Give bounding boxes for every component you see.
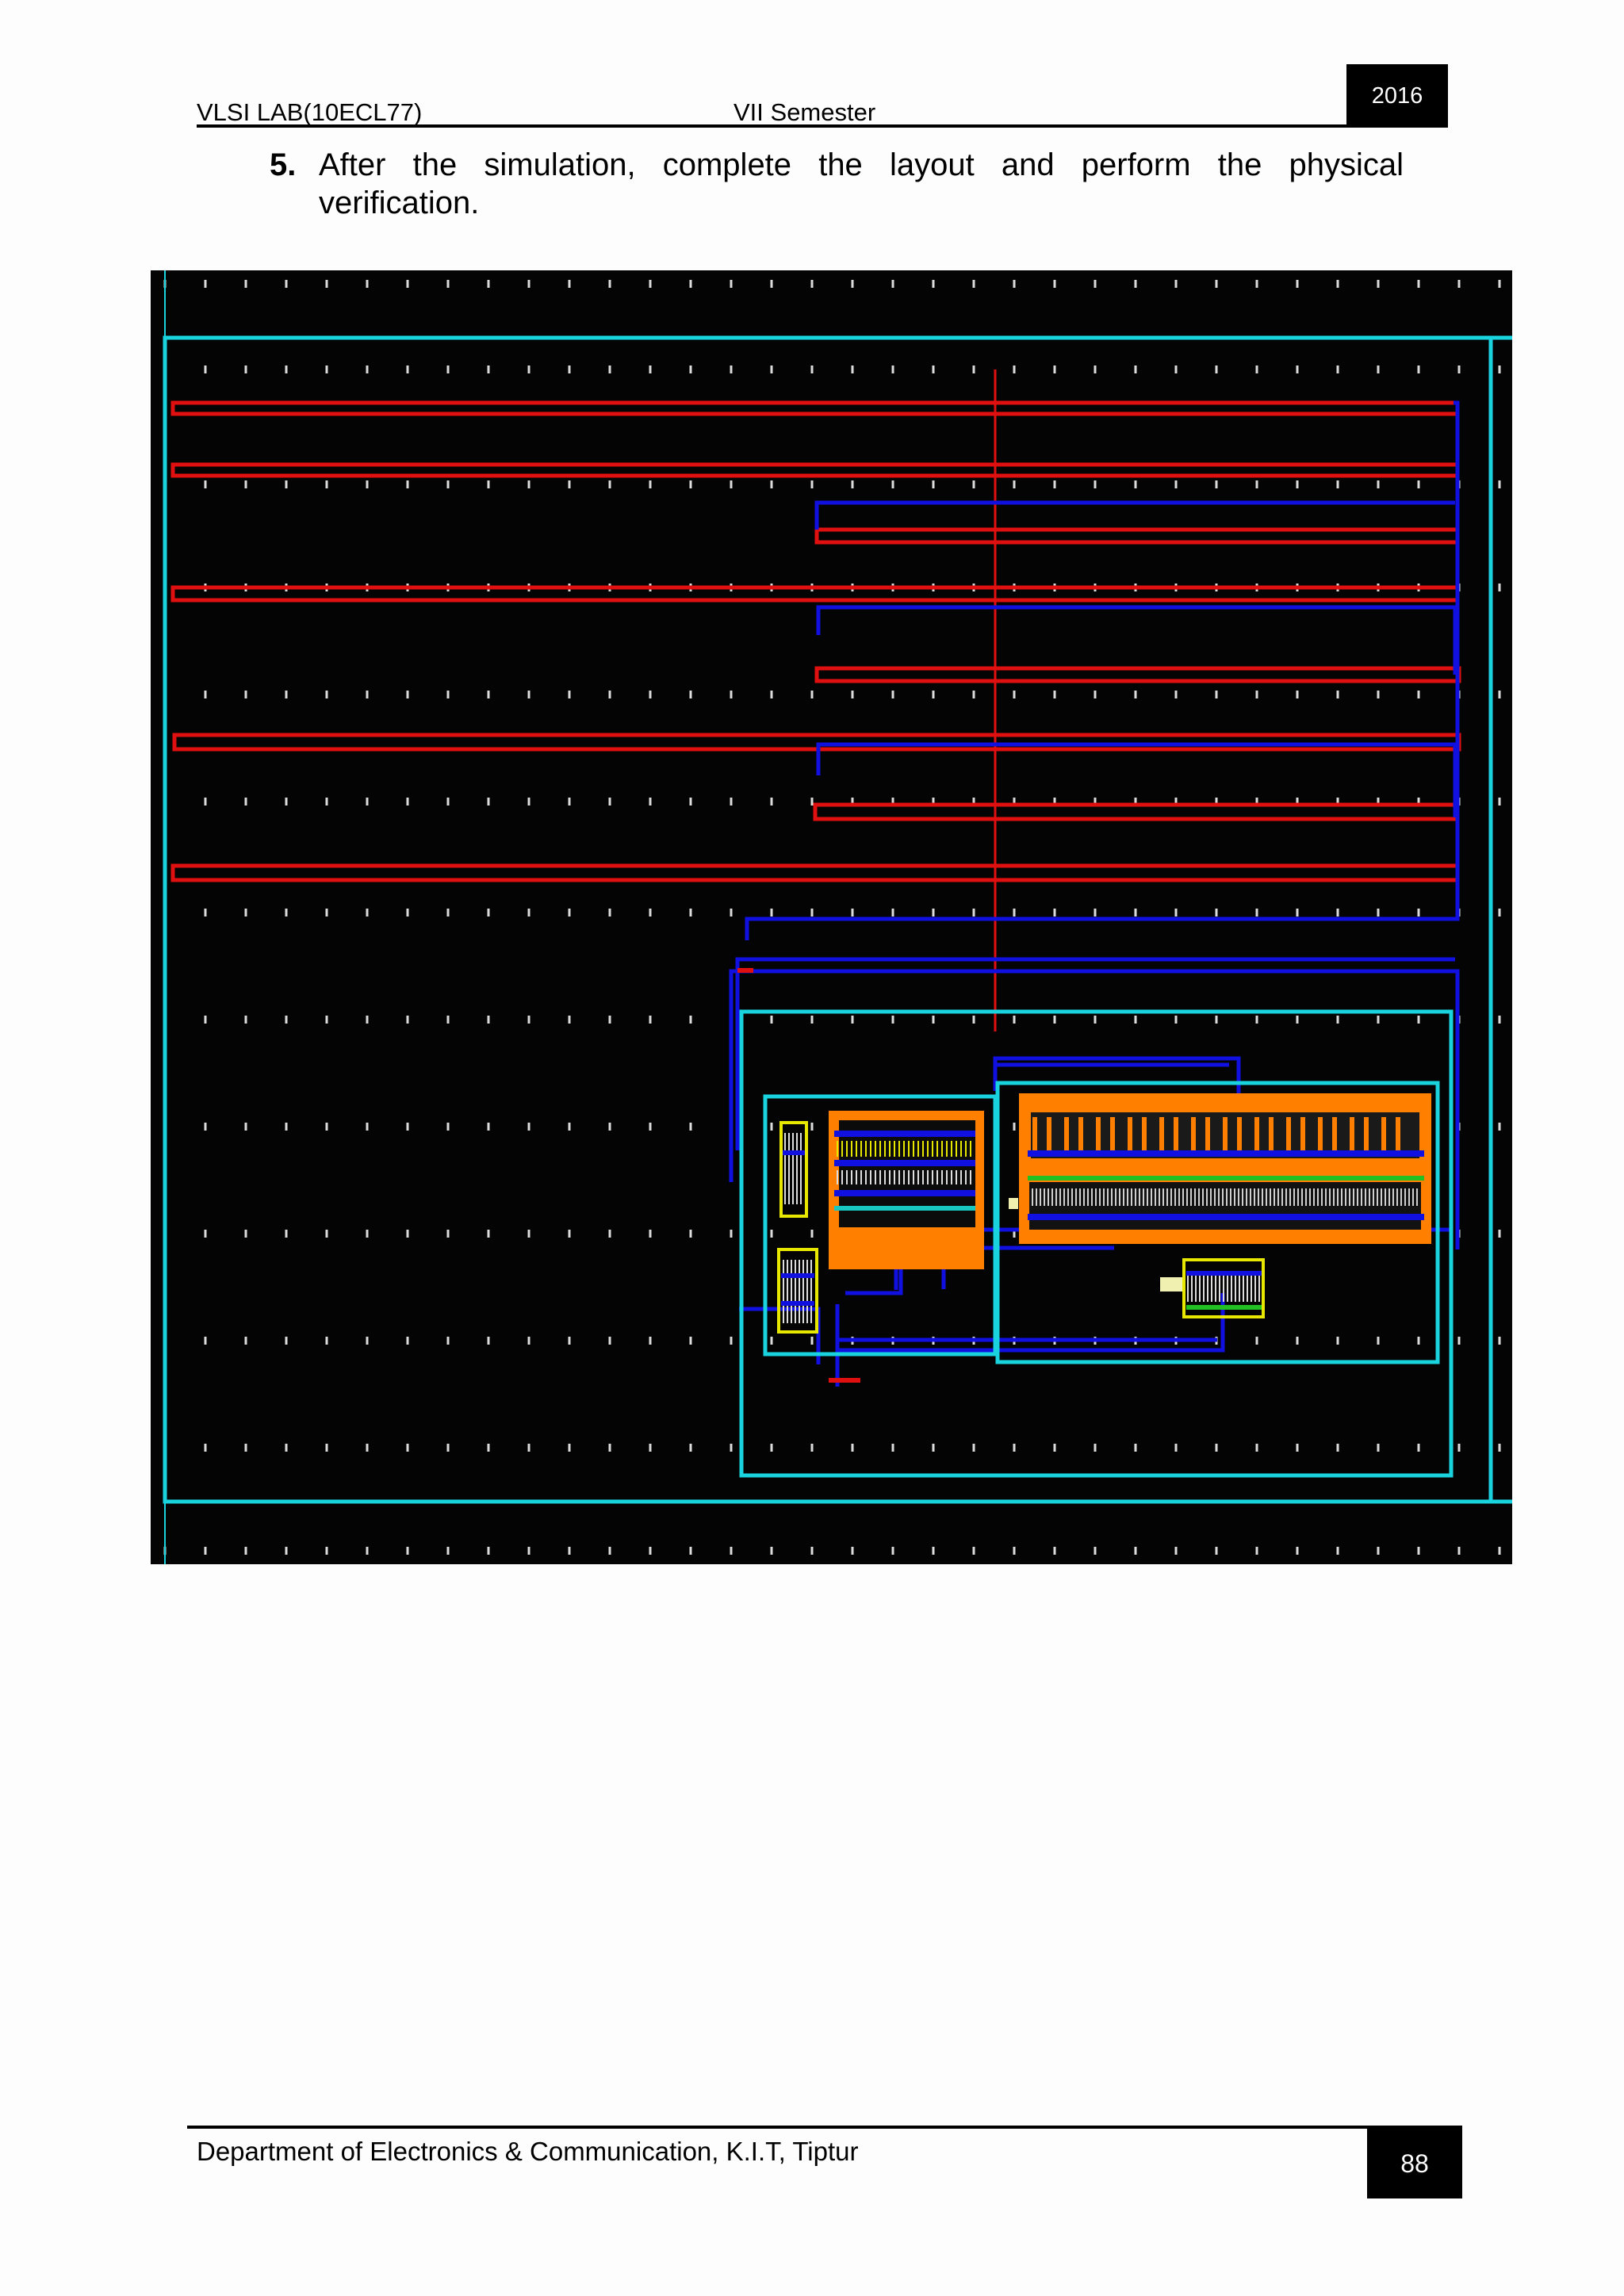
step-paragraph: 5. After the simulation, complete the la… [270,146,1404,222]
footer-department: Department of Electronics & Communicatio… [197,2137,859,2166]
transistor-fingers [781,1117,1424,1323]
metal-routing [729,400,1460,1387]
header-year-badge: 2016 [1346,64,1448,128]
poly-contacts [737,968,860,1383]
footer-rule [187,2126,1462,2129]
contact-fill [1009,1198,1182,1292]
header-rule [197,124,1346,128]
layout-canvas [163,270,1512,1564]
layout-figure [151,270,1512,1564]
outer-boundary-path [165,335,1493,1504]
poly-rails [170,400,1461,882]
step-text: After the simulation, complete the layou… [319,147,1404,220]
step-number: 5. [270,147,297,182]
contact-arrays [777,1121,1265,1334]
page-number-badge: 88 [1367,2129,1462,2198]
header-semester: VII Semester [733,98,876,126]
header-course-code: VLSI LAB(10ECL77) [197,98,423,126]
inner-cell-boundaries [739,1009,1454,1478]
